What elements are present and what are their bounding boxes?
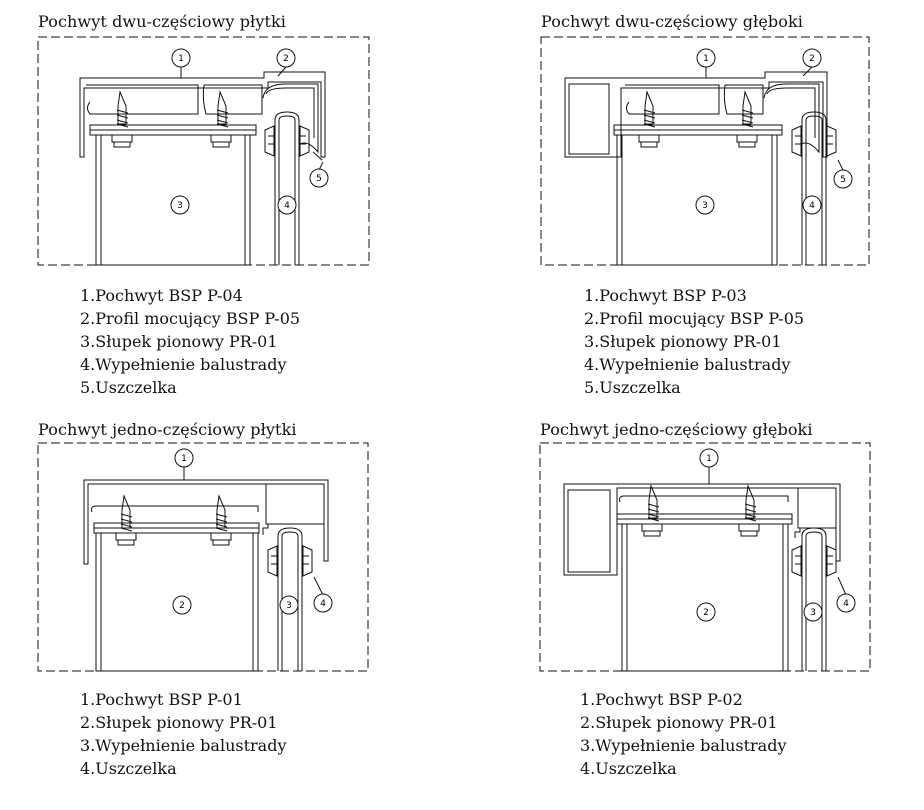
- callout-3: 3: [810, 608, 816, 618]
- callout-2: 2: [809, 54, 815, 64]
- screw-right: [738, 484, 760, 537]
- parts-legend: 1.Pochwyt BSP P-02 2.Słupek pionowy PR-0…: [580, 688, 786, 780]
- handrail-profile: [563, 483, 841, 576]
- screw-right: [210, 90, 232, 148]
- screw-left: [638, 90, 660, 148]
- screw-left: [641, 484, 663, 537]
- legend-item: 2.Słupek pionowy PR-01: [580, 713, 778, 732]
- screw-right: [736, 90, 758, 148]
- legend-item: 3.Słupek pionowy PR-01: [80, 332, 278, 351]
- callouts: 1 2 3 4: [696, 448, 856, 622]
- callout-2: 2: [703, 608, 709, 618]
- legend-item: 4.Wypełnienie balustrady: [80, 355, 287, 374]
- seal-left: [267, 545, 278, 577]
- legend-item: 1.Pochwyt BSP P-04: [80, 286, 243, 305]
- callout-1: 1: [706, 454, 712, 464]
- panel-two-part-deep: Pochwyt dwu-częściowy głęboki: [540, 12, 924, 402]
- callout-3: 3: [702, 201, 708, 211]
- legend-item: 3.Wypełnienie balustrady: [580, 736, 787, 755]
- section-drawing: 1 2 3 4 5: [37, 36, 370, 266]
- legend-item: 2.Słupek pionowy PR-01: [80, 713, 278, 732]
- callouts: 1 2 3 4 5: [170, 48, 329, 215]
- legend-item: 1.Pochwyt BSP P-01: [80, 690, 243, 709]
- legend-item: 5.Uszczelka: [80, 378, 177, 397]
- parts-legend: 1.Pochwyt BSP P-03 2.Profil mocujący BSP…: [584, 284, 804, 399]
- detail-frame: [37, 36, 370, 266]
- legend-item: 1.Pochwyt BSP P-02: [580, 690, 743, 709]
- panel-one-part-shallow: Pochwyt jedno-częściowy płytki: [37, 420, 478, 810]
- section-drawing: 1 2 3 4: [539, 442, 871, 672]
- parts-legend: 1.Pochwyt BSP P-04 2.Profil mocujący BSP…: [80, 284, 300, 399]
- detail-frame: [539, 442, 871, 672]
- seal-right: [826, 125, 837, 157]
- vertical-post: [621, 523, 789, 672]
- panel-title: Pochwyt jedno-częściowy głęboki: [540, 420, 813, 439]
- infill-panel: [801, 111, 827, 265]
- panel-two-part-shallow: Pochwyt dwu-częściowy płytki: [37, 12, 478, 402]
- handrail-profile: [79, 71, 326, 158]
- handrail-profile: [83, 479, 329, 565]
- detail-frame: [540, 36, 870, 266]
- callout-5: 5: [316, 174, 322, 184]
- callouts: 1 2 3 4: [172, 448, 333, 615]
- panel-title: Pochwyt dwu-częściowy głęboki: [541, 12, 804, 31]
- callout-4: 4: [284, 201, 290, 211]
- callout-1: 1: [178, 54, 184, 64]
- legend-item: 4.Uszczelka: [80, 759, 177, 778]
- panel-title: Pochwyt dwu-częściowy płytki: [38, 12, 287, 31]
- callouts: 1 2 3 4 5: [695, 48, 853, 215]
- callout-4: 4: [843, 599, 849, 609]
- legend-item: 1.Pochwyt BSP P-03: [584, 286, 747, 305]
- infill-panel: [274, 111, 300, 265]
- screw-left: [115, 494, 137, 546]
- seal-right: [302, 545, 313, 577]
- callout-3: 3: [177, 201, 183, 211]
- legend-item: 3.Wypełnienie balustrady: [80, 736, 287, 755]
- seal-right: [299, 125, 310, 157]
- callout-5: 5: [840, 175, 846, 185]
- legend-item: 2.Profil mocujący BSP P-05: [80, 309, 301, 328]
- screw-left: [111, 90, 133, 148]
- section-drawing: 1 2 3 4: [37, 442, 369, 672]
- callout-3: 3: [286, 601, 292, 611]
- infill-panel: [801, 527, 827, 671]
- section-drawing: 1 2 3 4 5: [540, 36, 870, 266]
- callout-1: 1: [181, 454, 187, 464]
- seal-left: [791, 125, 802, 157]
- callout-2: 2: [283, 54, 289, 64]
- legend-item: 4.Uszczelka: [580, 759, 677, 778]
- seal-left: [264, 125, 275, 157]
- screw-right: [210, 494, 232, 546]
- legend-item: 4.Wypełnienie balustrady: [584, 355, 791, 374]
- legend-item: 2.Profil mocujący BSP P-05: [584, 309, 805, 328]
- callout-4: 4: [320, 599, 326, 609]
- seal-left: [791, 545, 802, 577]
- legend-item: 3.Słupek pionowy PR-01: [584, 332, 782, 351]
- callout-4: 4: [809, 201, 815, 211]
- seal-right: [826, 545, 837, 577]
- parts-legend: 1.Pochwyt BSP P-01 2.Słupek pionowy PR-0…: [80, 688, 286, 780]
- handrail-profile: [564, 71, 828, 158]
- panel-one-part-deep: Pochwyt jedno-częściowy głęboki: [539, 420, 924, 810]
- infill-panel: [277, 527, 303, 671]
- panel-title: Pochwyt jedno-częściowy płytki: [38, 420, 297, 439]
- legend-item: 5.Uszczelka: [584, 378, 681, 397]
- callout-1: 1: [703, 54, 709, 64]
- callout-2: 2: [179, 601, 185, 611]
